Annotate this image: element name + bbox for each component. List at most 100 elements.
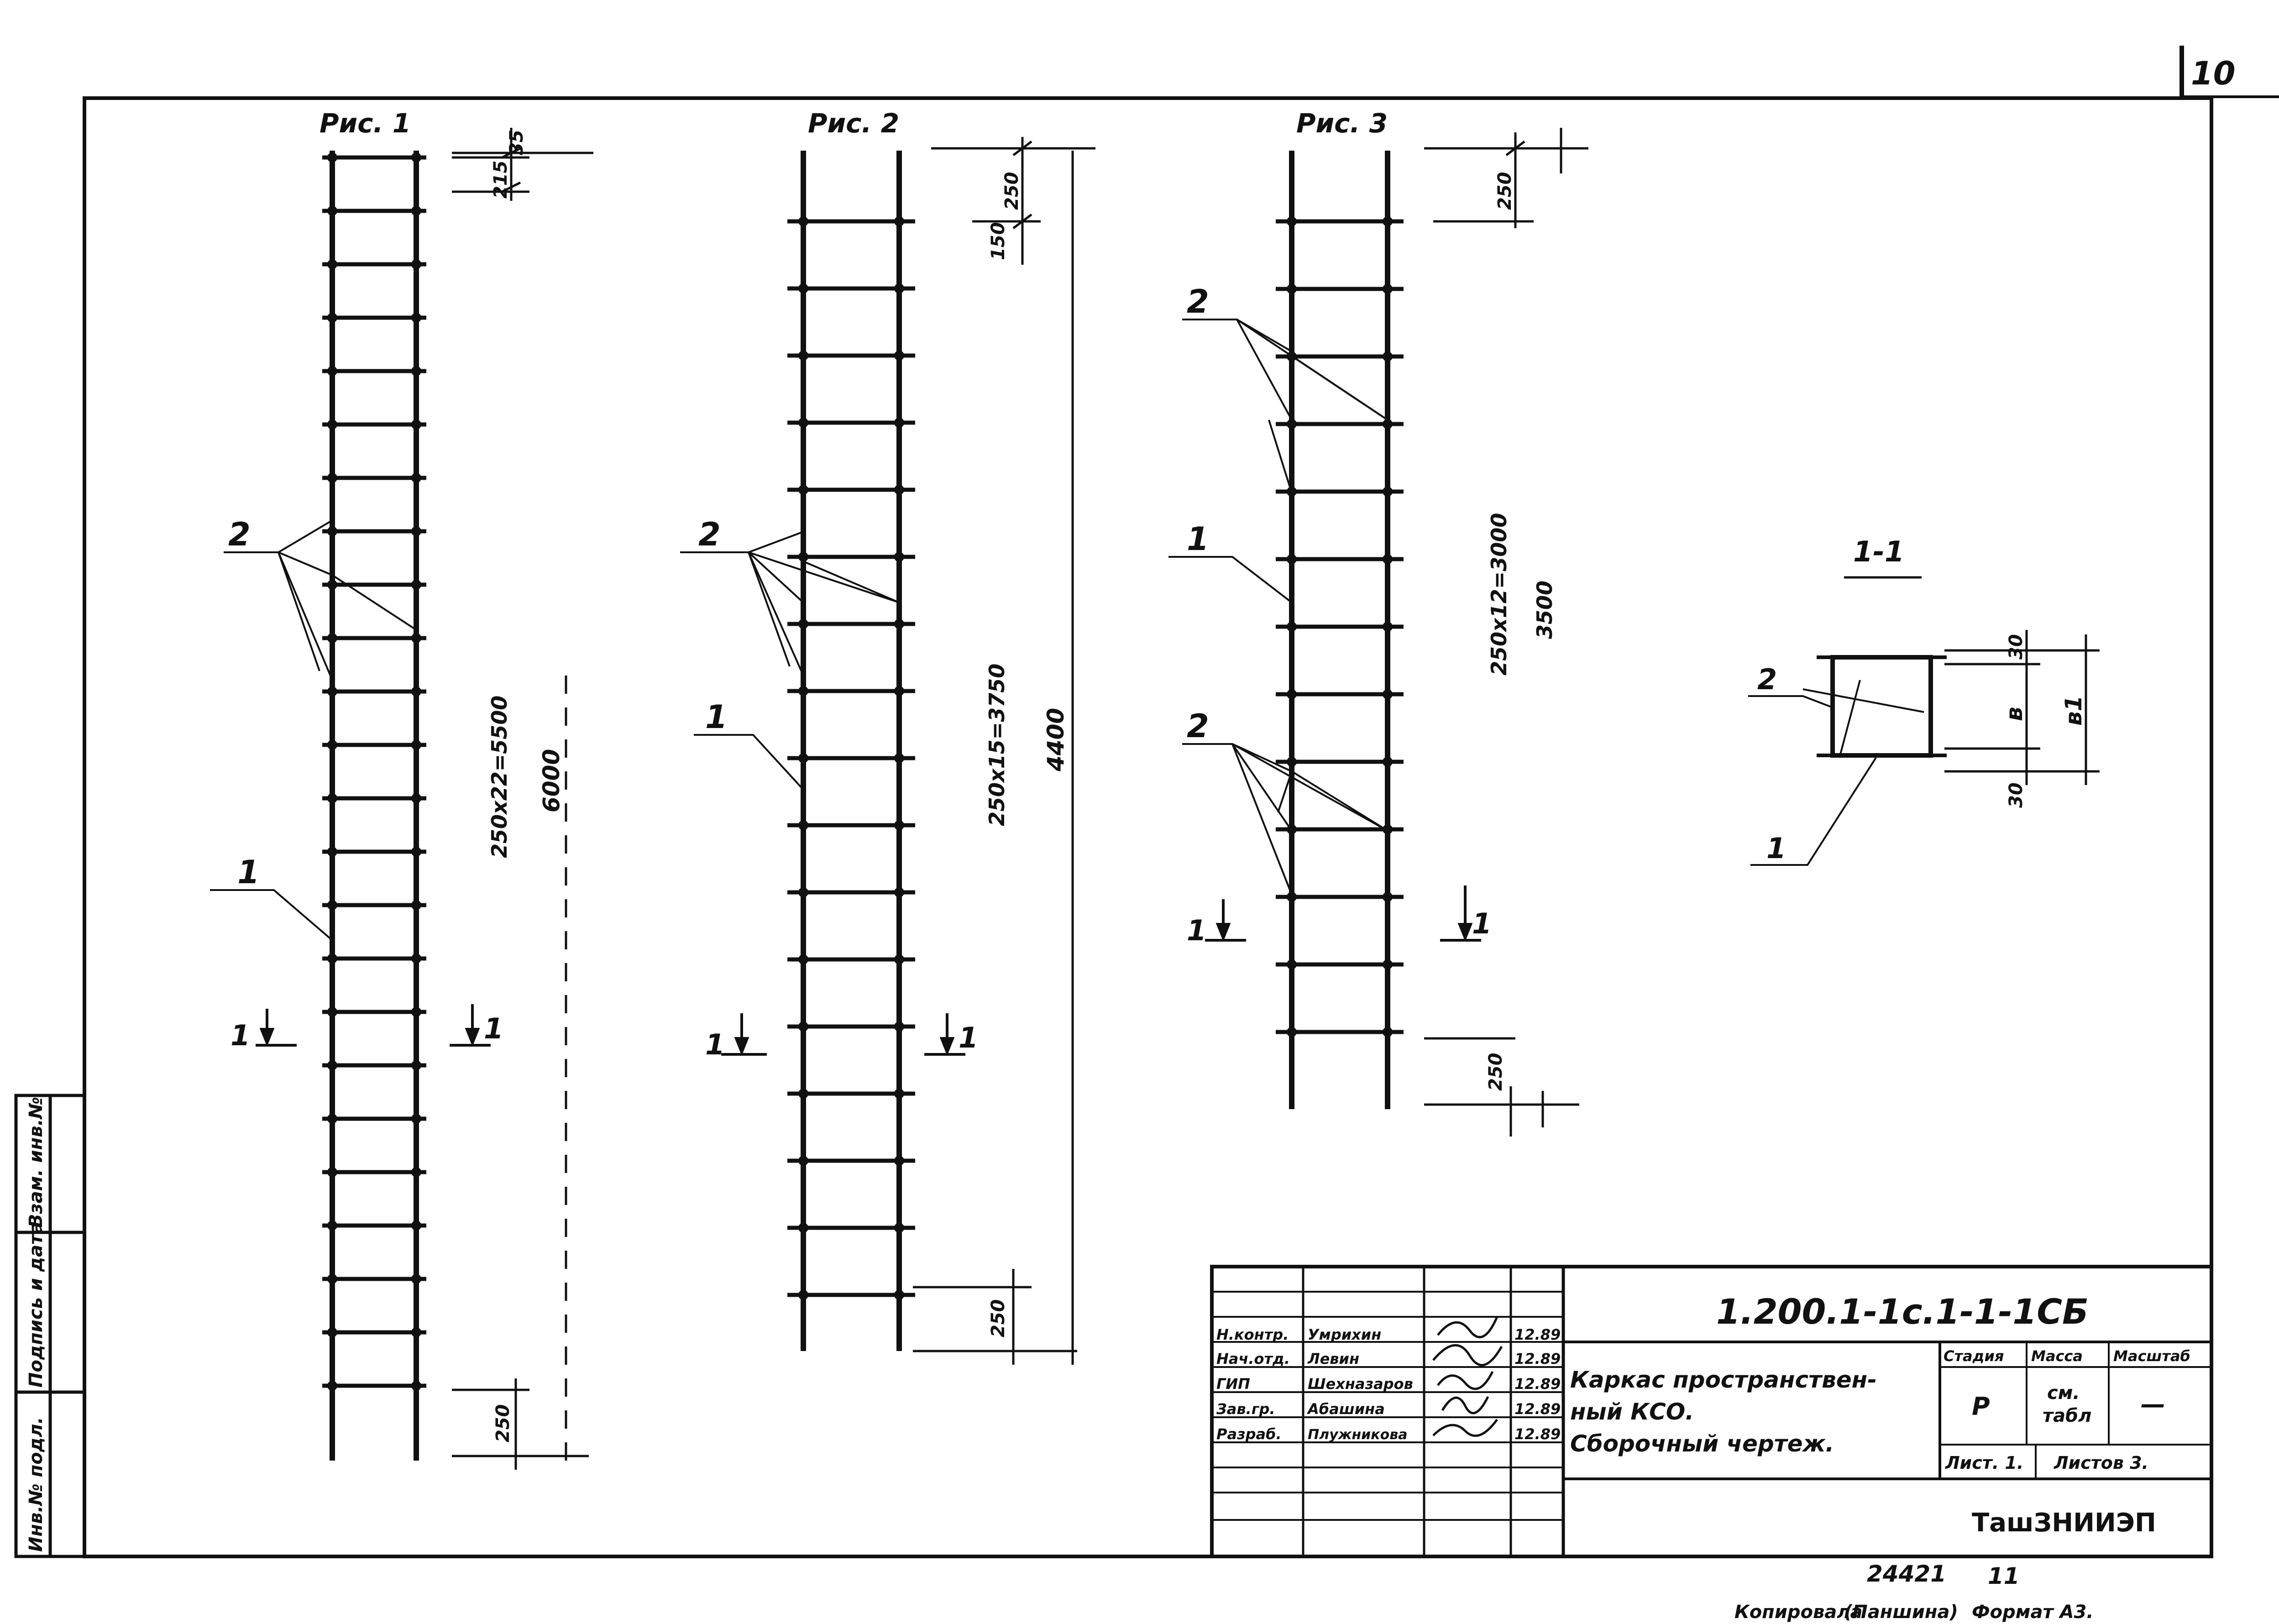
fig1-dim-215: 215 xyxy=(490,161,511,199)
fig1-weld-point xyxy=(327,419,337,430)
fig1-section-marks xyxy=(256,1004,491,1047)
fig1-weld-point xyxy=(327,953,337,964)
fig2-weld-point xyxy=(894,552,904,562)
fig1-weld-point xyxy=(327,1114,337,1124)
sheet-label: Лист. 1. xyxy=(1945,1453,2023,1473)
date-1: 12.89 xyxy=(1514,1326,1561,1343)
fig1-weld-point xyxy=(411,740,421,750)
fig1-weld-point xyxy=(327,1007,337,1017)
fig1-weld-point xyxy=(411,900,421,910)
date-5: 12.89 xyxy=(1514,1425,1561,1443)
fig1-weld-point xyxy=(411,206,421,216)
fig1-weld-point xyxy=(327,580,337,590)
fig1-weld-point xyxy=(411,686,421,697)
fig1-weld-point xyxy=(327,1327,337,1337)
fig2-weld-point xyxy=(798,485,808,495)
header-mass: Масса xyxy=(2031,1347,2083,1365)
fig2-weld-point xyxy=(798,619,808,629)
fig2-weld-point xyxy=(798,216,808,226)
fig1-label-1: 1 xyxy=(237,854,260,891)
fig3-dim-250-bottom: 250 xyxy=(1485,1053,1506,1091)
section-1-1-dimensions xyxy=(1944,630,2100,785)
fig2-weld-point xyxy=(798,351,808,361)
footer-copied: Копировала xyxy=(1734,1602,1863,1623)
fig2-weld-point xyxy=(894,351,904,361)
fig3-weld-point xyxy=(1287,216,1297,226)
drawing-name-1: Каркас пространствен- xyxy=(1570,1367,1877,1393)
fig3-label-2-bottom: 2 xyxy=(1187,707,1209,745)
section-dim-b: в xyxy=(2001,707,2028,721)
fig1-weld-point xyxy=(327,1060,337,1070)
fig1-weld-point xyxy=(327,1381,337,1391)
fig1-dim-35: 35 xyxy=(506,130,527,155)
fig3-label-1: 1 xyxy=(1187,520,1209,558)
fig1-weld-point xyxy=(411,953,421,964)
fig1-weld-point xyxy=(411,1167,421,1177)
fig1-weld-point xyxy=(411,1381,421,1391)
side-stamp-inv: Инв.№ подл. xyxy=(26,1417,47,1552)
fig2-dim-150: 150 xyxy=(988,222,1009,261)
fig2-weld-point xyxy=(894,887,904,897)
sheet-number: 10 xyxy=(2191,55,2235,92)
fig2-weld-point xyxy=(894,820,904,830)
fig2-dim-4400: 4400 xyxy=(1043,708,1069,772)
fig1-weld-point xyxy=(411,366,421,376)
fig3-weld-point xyxy=(1383,1027,1393,1037)
role-n-kontr: Н.контр. xyxy=(1216,1326,1289,1343)
footer-copier: (Паншина) xyxy=(1844,1602,1958,1623)
fig3-weld-point xyxy=(1383,284,1393,294)
fig3-weld-point xyxy=(1287,892,1297,902)
fig2-weld-point xyxy=(798,1022,808,1032)
role-zav-gr: Зав.гр. xyxy=(1216,1400,1275,1418)
title-block-roles: Н.контр. Нач.отд. ГИП Зав.гр. Разраб. Ум… xyxy=(1216,1326,1561,1443)
fig1-weld-point xyxy=(411,847,421,857)
drawing-code: 1.200.1-1с.1-1-1СБ xyxy=(1716,1291,2089,1332)
fig2-weld-point xyxy=(894,1223,904,1233)
fig2-label-2: 2 xyxy=(698,516,721,553)
fig3-title: Рис. 3 xyxy=(1296,108,1388,139)
fig2-weld-point xyxy=(894,753,904,763)
fig1-weld-point xyxy=(327,526,337,536)
fig3-weld-point xyxy=(1383,959,1393,969)
name-umrikhin: Умрихин xyxy=(1308,1326,1381,1343)
fig3-weld-point xyxy=(1383,351,1393,361)
role-gip: ГИП xyxy=(1216,1375,1250,1393)
fig1-weld-point xyxy=(411,1327,421,1337)
title-block-grid xyxy=(1210,1265,2213,1558)
fig1-weld-point xyxy=(327,847,337,857)
fig1-section-mark-right: 1 xyxy=(484,1012,503,1045)
fig2-weld-point xyxy=(894,418,904,428)
fig3-dimensions xyxy=(1424,128,1588,1137)
fig3-section-mark-left: 1 xyxy=(1187,914,1206,947)
fig2-weld-point xyxy=(894,1156,904,1166)
fig1-weld-point xyxy=(411,473,421,483)
fig2-weld-point xyxy=(894,954,904,964)
stage-value: Р xyxy=(1972,1392,1990,1421)
fig1-weld-point xyxy=(411,580,421,590)
name-levin: Левин xyxy=(1307,1350,1359,1367)
fig3-weld-point xyxy=(1287,1027,1297,1037)
fig2-weld-point xyxy=(798,1223,808,1233)
sheets-label: Листов 3. xyxy=(2054,1453,2148,1473)
fig2-section-mark-right: 1 xyxy=(959,1021,978,1054)
fig1-weld-point xyxy=(411,152,421,162)
fig2-weld-point xyxy=(798,283,808,293)
fig2-weld-point xyxy=(894,1022,904,1032)
header-scale: Масштаб xyxy=(2113,1347,2190,1365)
fig1-weld-point xyxy=(411,419,421,430)
fig2-title: Рис. 2 xyxy=(808,108,899,139)
fig1-weld-point xyxy=(327,1274,337,1284)
fig3-section-marks xyxy=(1205,885,1481,942)
fig2-weld-point xyxy=(798,820,808,830)
fig2-weld-point xyxy=(894,686,904,696)
section-1-1-drawing xyxy=(1748,655,1947,866)
fig1-weld-point xyxy=(411,1221,421,1231)
fig3-weld-point xyxy=(1383,757,1393,767)
fig2-weld-point xyxy=(894,619,904,629)
fig3-weld-point xyxy=(1287,757,1297,767)
fig3-weld-point xyxy=(1383,824,1393,834)
fig2-weld-point xyxy=(798,418,808,428)
fig2-section-marks xyxy=(721,1013,965,1056)
fig3-weld-point xyxy=(1383,487,1393,497)
fig3-weld-point xyxy=(1287,622,1297,632)
